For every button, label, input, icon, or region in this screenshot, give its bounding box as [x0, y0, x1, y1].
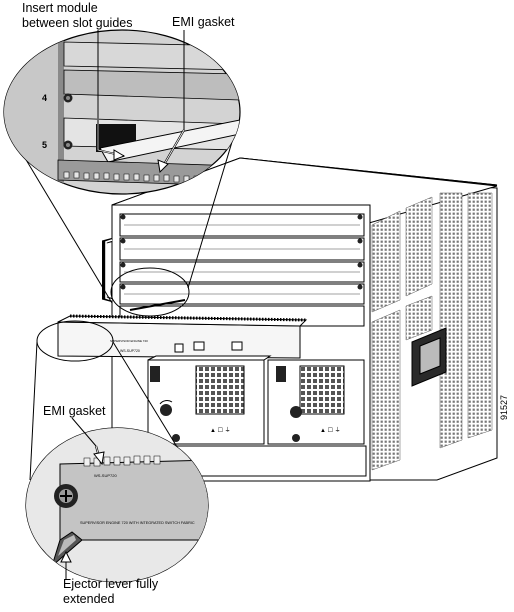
fan-grille: [299, 365, 345, 415]
bottom-magnified-view: WS-SUP720 SUPERVISOR ENGINE 720 WITH INT…: [25, 417, 209, 583]
detail-marker-bottom: [36, 320, 114, 362]
emi-gasket-fingers: [83, 455, 161, 467]
figure-number: 91527: [499, 395, 509, 420]
side-vent: [405, 196, 433, 297]
module-slots: [119, 213, 365, 305]
ejector-lever-callout: Ejector lever fully extended: [63, 577, 158, 607]
slot-number-5: 5: [42, 140, 47, 150]
insert-module-callout: Insert module between slot guides: [22, 1, 133, 31]
side-vent: [371, 309, 401, 471]
power-supply-right: ▲ ☐ ⏚: [267, 359, 365, 445]
emi-gasket-leader-bottom: [71, 417, 97, 447]
side-vent: [439, 192, 463, 449]
side-vent: [371, 210, 401, 313]
svg-text:WS-SUP720: WS-SUP720: [94, 473, 117, 478]
svg-text:SUPERVISOR ENGINE 720: SUPERVISOR ENGINE 720: [110, 339, 148, 343]
svg-text:WS-SUP720: WS-SUP720: [120, 349, 140, 353]
module-ports: [174, 341, 243, 353]
power-switch: [160, 404, 172, 416]
side-vent: [405, 295, 433, 341]
svg-text:▲ ☐ ⏚: ▲ ☐ ⏚: [320, 427, 341, 434]
ejector-label-line2: extended: [63, 592, 115, 606]
power-switch: [290, 406, 302, 418]
detail-marker-top: [110, 267, 190, 317]
ps-latch: [150, 366, 160, 382]
ps-latch: [276, 366, 286, 382]
insert-module-label-line1: Insert module: [22, 1, 98, 15]
ejector-label-line1: Ejector lever fully: [63, 577, 159, 591]
emi-gasket-label-top: EMI gasket: [172, 15, 235, 29]
side-vent: [467, 192, 493, 439]
slot-number-4: 4: [42, 93, 47, 103]
fan-grille: [195, 365, 245, 415]
svg-text:SUPERVISOR ENGINE 720 WITH INT: SUPERVISOR ENGINE 720 WITH INTEGRATED SW…: [80, 521, 195, 525]
supervisor-module: [57, 321, 301, 359]
slot-screw: [120, 214, 363, 290]
power-supply-left: ▲ ☐ ⏚: [147, 355, 272, 445]
svg-text:▲ ☐ ⏚: ▲ ☐ ⏚: [210, 427, 231, 434]
emi-gasket-label-bottom: EMI gasket: [43, 404, 106, 418]
insert-module-label-line2: between slot guides: [22, 16, 133, 30]
